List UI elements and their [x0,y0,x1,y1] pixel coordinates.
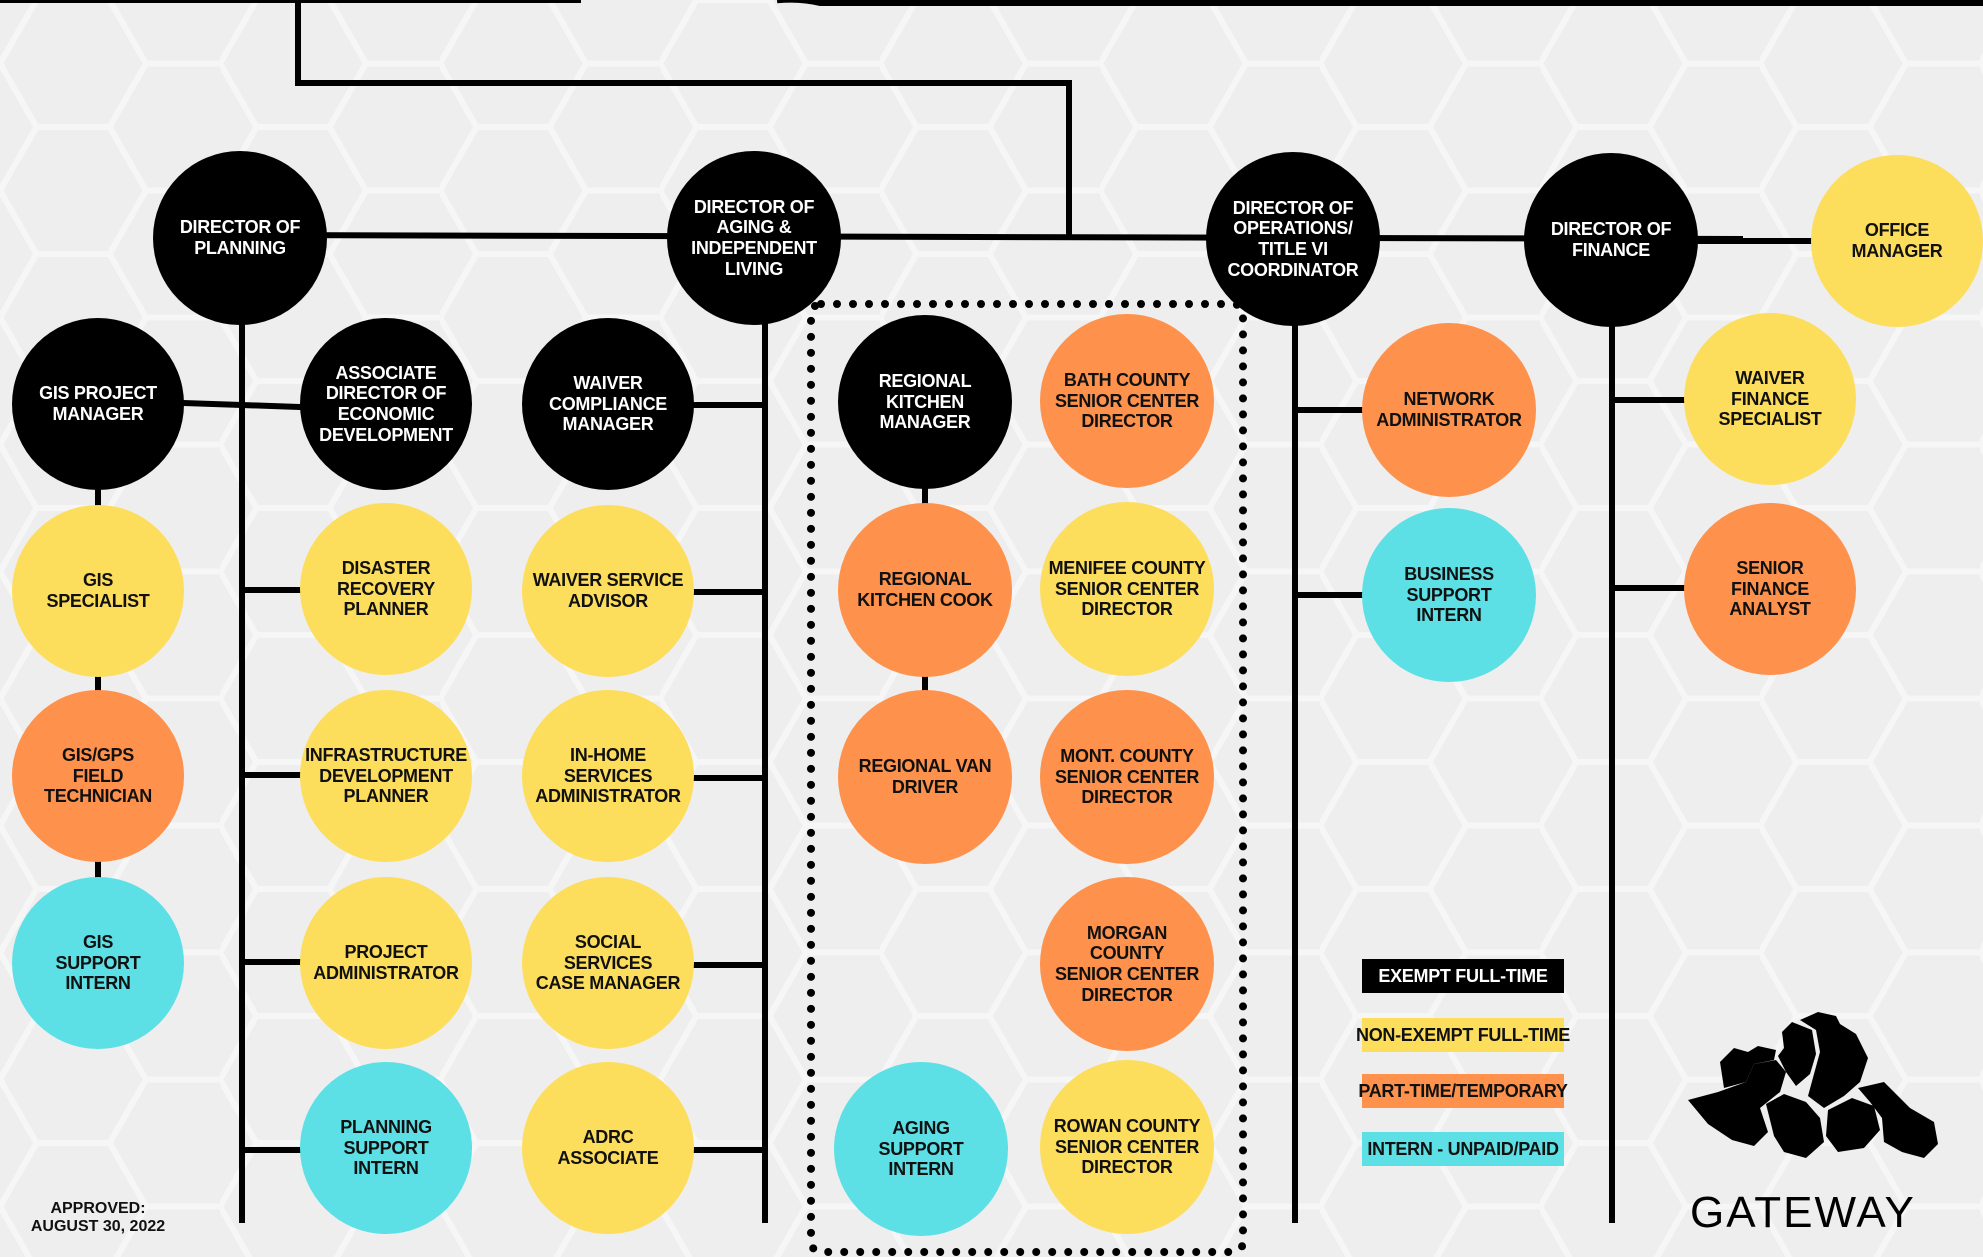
node-infrastructure-development-planner: INFRASTRUCTURE DEVELOPMENT PLANNER [300,690,472,862]
node-gis-support-intern: GIS SUPPORT INTERN [12,877,184,1049]
node-network-administrator: NETWORK ADMINISTRATOR [1362,323,1536,497]
aging-senior-centers-group-outline [807,300,1247,1256]
node-director-of-operations: DIRECTOR OF OPERATIONS/ TITLE VI COORDIN… [1206,152,1380,326]
node-gis-specialist: GIS SPECIALIST [12,505,184,677]
legend-exempt-full-time: EXEMPT FULL-TIME [1362,959,1564,993]
node-project-administrator: PROJECT ADMINISTRATOR [300,877,472,1049]
node-office-manager: OFFICE MANAGER [1811,155,1983,327]
node-business-support-intern: BUSINESS SUPPORT INTERN [1362,508,1536,682]
node-aging-support-intern: AGING SUPPORT INTERN [834,1062,1008,1236]
node-in-home-services-administrator: IN-HOME SERVICES ADMINISTRATOR [522,690,694,862]
node-waiver-finance-specialist: WAIVER FINANCE SPECIALIST [1684,313,1856,485]
node-rowan-county-senior-center-director: ROWAN COUNTY SENIOR CENTER DIRECTOR [1040,1060,1214,1234]
approved-label: APPROVED: [50,1200,146,1217]
approval-date-note: APPROVED: AUGUST 30, 2022 [28,1200,168,1237]
node-waiver-service-advisor: WAIVER SERVICE ADVISOR [522,505,694,677]
node-disaster-recovery-planner: DISASTER RECOVERY PLANNER [300,503,472,675]
node-gis-project-manager: GIS PROJECT MANAGER [12,318,184,490]
legend-part-time-temporary: PART-TIME/TEMPORARY [1358,1074,1568,1108]
gateway-logo-text: GATEWAY [1690,1188,1916,1237]
kentucky-counties-map-icon [1688,1012,1938,1158]
node-director-of-aging: DIRECTOR OF AGING & INDEPENDENT LIVING [667,151,841,325]
node-associate-director-economic-development: ASSOCIATE DIRECTOR OF ECONOMIC DEVELOPME… [300,318,472,490]
node-regional-kitchen-cook: REGIONAL KITCHEN COOK [838,503,1012,677]
node-gis-gps-field-technician: GIS/GPS FIELD TECHNICIAN [12,690,184,862]
node-director-of-finance: DIRECTOR OF FINANCE [1524,153,1698,327]
node-senior-finance-analyst: SENIOR FINANCE ANALYST [1684,503,1856,675]
node-director-of-planning: DIRECTOR OF PLANNING [153,151,327,325]
node-regional-kitchen-manager: REGIONAL KITCHEN MANAGER [838,315,1012,489]
node-waiver-compliance-manager: WAIVER COMPLIANCE MANAGER [522,318,694,490]
node-social-services-case-manager: SOCIAL SERVICES CASE MANAGER [522,877,694,1049]
node-bath-county-senior-center-director: BATH COUNTY SENIOR CENTER DIRECTOR [1040,314,1214,488]
node-regional-van-driver: REGIONAL VAN DRIVER [838,690,1012,864]
node-morgan-county-senior-center-director: MORGAN COUNTY SENIOR CENTER DIRECTOR [1040,877,1214,1051]
node-planning-support-intern: PLANNING SUPPORT INTERN [300,1062,472,1234]
node-mont-county-senior-center-director: MONT. COUNTY SENIOR CENTER DIRECTOR [1040,690,1214,864]
legend-intern-unpaid-paid: INTERN - UNPAID/PAID [1362,1132,1564,1166]
node-adrc-associate: ADRC ASSOCIATE [522,1062,694,1234]
approved-date: AUGUST 30, 2022 [30,1218,166,1236]
node-menifee-county-senior-center-director: MENIFEE COUNTY SENIOR CENTER DIRECTOR [1040,502,1214,676]
legend-non-exempt-full-time: NON-EXEMPT FULL-TIME [1356,1018,1570,1052]
